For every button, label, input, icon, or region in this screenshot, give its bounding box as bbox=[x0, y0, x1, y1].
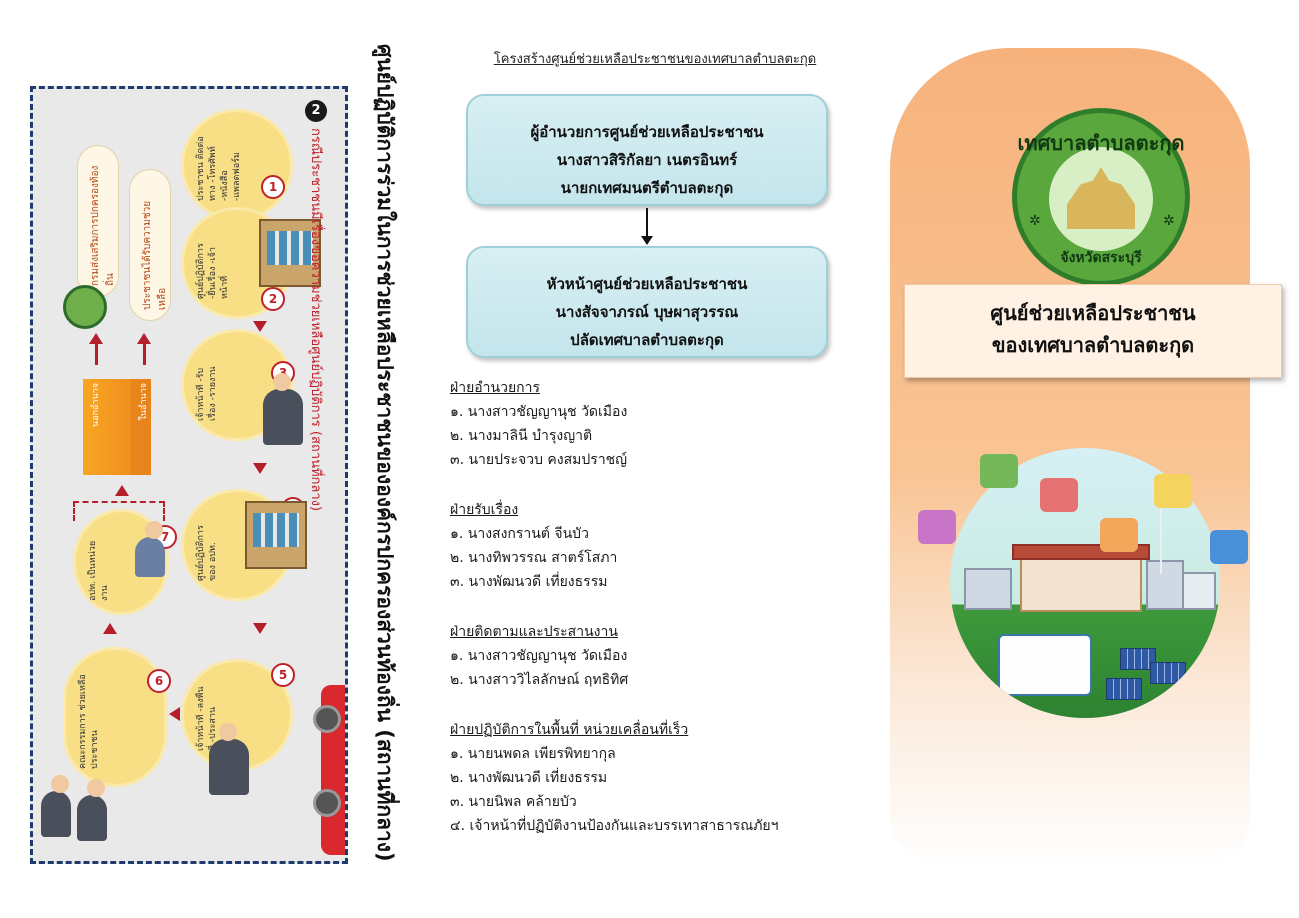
org-structure-title: โครงสร้างศูนย์ช่วยเหลือประชาชนของเทศบาลต… bbox=[493, 52, 817, 67]
arrow-down-icon bbox=[253, 623, 267, 634]
officer-person-icon bbox=[263, 373, 303, 445]
dept-title: ฝ่ายปฏิบัติการในพื้นที่ หน่วยเคลื่อนที่เ… bbox=[450, 722, 689, 738]
building-icon bbox=[245, 501, 307, 569]
dept-member: ๓. นายนิพล คล้ายบัว bbox=[450, 794, 577, 810]
step-1-circle: 1 ประชาชน ติดต่อทาง -โทรศัพท์ -หนังสือ -… bbox=[181, 109, 293, 221]
committee-people-icon bbox=[41, 775, 71, 837]
seal-top-text: เทศบาลตำบลตะกุด bbox=[1017, 131, 1185, 155]
wind-turbine-icon bbox=[1160, 504, 1162, 574]
vertical-page-title: ศูนย์ปฏิบัติการร่วมในการช่วยเหลือประชาชน… bbox=[373, 44, 397, 862]
step-6-circle: 6 คณะกรรมการ ช่วยเหลือประชาชน bbox=[63, 647, 171, 787]
dept-title: ฝ่ายติดตามและประสานงาน bbox=[450, 624, 618, 640]
star-icon: ✲ bbox=[1029, 213, 1041, 229]
city-building bbox=[964, 568, 1012, 610]
arrow-up-icon bbox=[137, 333, 151, 344]
step-text: ประชาชน ติดต่อทาง -โทรศัพท์ -หนังสือ -แพ… bbox=[196, 136, 242, 201]
director-box: ผู้อำนวยการศูนย์ช่วยเหลือประชาชน นางสาวส… bbox=[466, 94, 828, 206]
dept-member: ๒. นางสาววิไลลักษณ์ ฤทธิทิศ bbox=[450, 672, 629, 688]
field-officer-person-icon bbox=[209, 723, 249, 795]
dept-member: ๑. นายนพดล เพียรพิทยากุล bbox=[450, 746, 616, 762]
org-connector-line bbox=[646, 208, 648, 238]
truck-wheel-icon bbox=[313, 705, 341, 733]
infographic-panel: 1 ประชาชน ติดต่อทาง -โทรศัพท์ -หนังสือ -… bbox=[30, 86, 348, 864]
chat-bubble-people-icon bbox=[998, 634, 1092, 696]
section-number-badge: 2 bbox=[305, 100, 327, 122]
outcome-pill-dla: กรมส่งเสริมการปกครองท้องถิ่น bbox=[77, 145, 119, 297]
arrow-stem bbox=[95, 341, 98, 365]
step-number: 2 bbox=[261, 287, 285, 311]
dept-member: ๔. เจ้าหน้าที่ปฏิบัติงานป้องกันและบรรเทา… bbox=[450, 818, 779, 834]
dept-member: ๑. นางสงกรานต์ จีนบัว bbox=[450, 526, 589, 542]
dept-member: ๒. นางทิพวรรณ สาตร์โสภา bbox=[450, 550, 618, 566]
dept-member: ๑. นางสาวชัญญานุช วัดเมือง bbox=[450, 648, 628, 664]
cover-title-line2: ของเทศบาลตำบลตะกุด bbox=[991, 333, 1195, 357]
solar-panel-icon bbox=[1106, 678, 1142, 700]
branch-dashed-line bbox=[73, 501, 165, 521]
dept-member: ๓. นายประจวบ คงสมปราชญ์ bbox=[450, 452, 628, 468]
solar-panel-icon bbox=[1120, 648, 1156, 670]
municipality-seal-logo: เทศบาลตำบลตะกุด จังหวัดสระบุรี ✲ ✲ bbox=[1012, 108, 1190, 286]
outcome-text: กรมส่งเสริมการปกครองท้องถิ่น bbox=[90, 165, 116, 286]
seal-bottom-text: จังหวัดสระบุรี bbox=[1060, 250, 1142, 266]
cover-title-banner: ศูนย์ช่วยเหลือประชาชน ของเทศบาลตำบลตะกุด bbox=[904, 284, 1282, 378]
head-position: หัวหน้าศูนย์ช่วยเหลือประชาชน bbox=[546, 275, 748, 293]
city-building bbox=[1182, 572, 1216, 610]
solar-panel-icon bbox=[1150, 662, 1186, 684]
head-role: ปลัดเทศบาลตำบลตะกุด bbox=[570, 331, 724, 349]
arrow-up-icon bbox=[89, 333, 103, 344]
dept-member: ๒. นางมาลินี บำรุงญาติ bbox=[450, 428, 593, 444]
director-position: ผู้อำนวยการศูนย์ช่วยเหลือประชาชน bbox=[530, 123, 764, 141]
dept-field-operations: ฝ่ายปฏิบัติการในพื้นที่ หน่วยเคลื่อนที่เ… bbox=[450, 718, 830, 838]
cover-title-line1: ศูนย์ช่วยเหลือประชาชน bbox=[990, 301, 1196, 325]
arrow-down-icon bbox=[253, 463, 267, 474]
seal-inner-circle bbox=[1049, 147, 1153, 251]
dept-member: ๓. นางพัฒนวดี เที่ยงธรรม bbox=[450, 574, 608, 590]
director-name: นางสาวสิริกัลยา เนตรอินทร์ bbox=[556, 151, 738, 169]
arrow-stem bbox=[143, 341, 146, 365]
dept-follow-up: ฝ่ายติดตามและประสานงาน ๑. นางสาวชัญญานุช… bbox=[450, 620, 830, 692]
dept-administration: ฝ่ายอำนวยการ ๑. นางสาวชัญญานุช วัดเมือง … bbox=[450, 376, 830, 472]
city-building bbox=[1146, 560, 1184, 610]
dept-title: ฝ่ายรับเรื่อง bbox=[450, 502, 519, 518]
arrow-left-icon bbox=[169, 707, 180, 721]
house-bubble-icon bbox=[1100, 518, 1138, 552]
truck-wheel-icon bbox=[313, 789, 341, 817]
step-number: 1 bbox=[261, 175, 285, 199]
outcome-pill-citizen: ประชาชนได้รับความช่วยเหลือ bbox=[129, 169, 171, 321]
arrow-down-icon bbox=[253, 321, 267, 332]
arrow-up-icon bbox=[115, 485, 129, 496]
weather-bubble-icon bbox=[918, 510, 956, 544]
head-box: หัวหน้าศูนย์ช่วยเหลือประชาชน นางสัจจาภรณ… bbox=[466, 246, 828, 358]
dept-member: ๑. นางสาวชัญญานุช วัดเมือง bbox=[450, 404, 628, 420]
village-bubble-icon bbox=[1154, 474, 1192, 508]
temple-icon bbox=[1067, 167, 1135, 229]
step-text: คณะกรรมการ ช่วยเหลือประชาชน bbox=[78, 674, 100, 769]
step-2-circle: 2 ศูนย์ปฏิบัติการ -ยื่นเรื่อง -เจ้าหน้าท… bbox=[181, 207, 293, 319]
dla-seal-icon bbox=[63, 285, 107, 329]
landscape-bubble-icon bbox=[980, 454, 1018, 488]
dept-receiving: ฝ่ายรับเรื่อง ๑. นางสงกรานต์ จีนบัว ๒. น… bbox=[450, 498, 830, 594]
office-worker-icon bbox=[135, 521, 165, 577]
infographic-title: กรณีประชาชนมีเรื่องขอความช่วยเหลือศูนย์ป… bbox=[308, 128, 323, 512]
arrow-down-icon bbox=[641, 236, 653, 245]
step-number: 6 bbox=[147, 669, 171, 693]
committee-people-icon bbox=[77, 779, 107, 841]
building-icon bbox=[259, 219, 321, 287]
dept-title: ฝ่ายอำนวยการ bbox=[450, 380, 541, 396]
head-name: นางสัจจาภรณ์ บุษผาสุวรรณ bbox=[555, 303, 739, 321]
bar-label: นอกอำนาจ bbox=[91, 383, 101, 427]
outside-authority-bar: นอกอำนาจ bbox=[83, 379, 139, 475]
town-hall-building bbox=[1020, 552, 1142, 612]
home-bubble-icon bbox=[1040, 478, 1078, 512]
energy-bubble-icon bbox=[1210, 530, 1248, 564]
inside-authority-bar: ในอำนาจ bbox=[131, 379, 151, 475]
star-icon: ✲ bbox=[1163, 213, 1175, 229]
step-number: 5 bbox=[271, 663, 295, 687]
bar-label: ในอำนาจ bbox=[139, 383, 149, 421]
director-role: นายกเทศมนตรีตำบลตะกุด bbox=[560, 179, 734, 197]
dept-member: ๒. นางพัฒนวดี เที่ยงธรรม bbox=[450, 770, 608, 786]
arrow-up-icon bbox=[103, 623, 117, 634]
outcome-text: ประชาชนได้รับความช่วยเหลือ bbox=[142, 200, 168, 310]
